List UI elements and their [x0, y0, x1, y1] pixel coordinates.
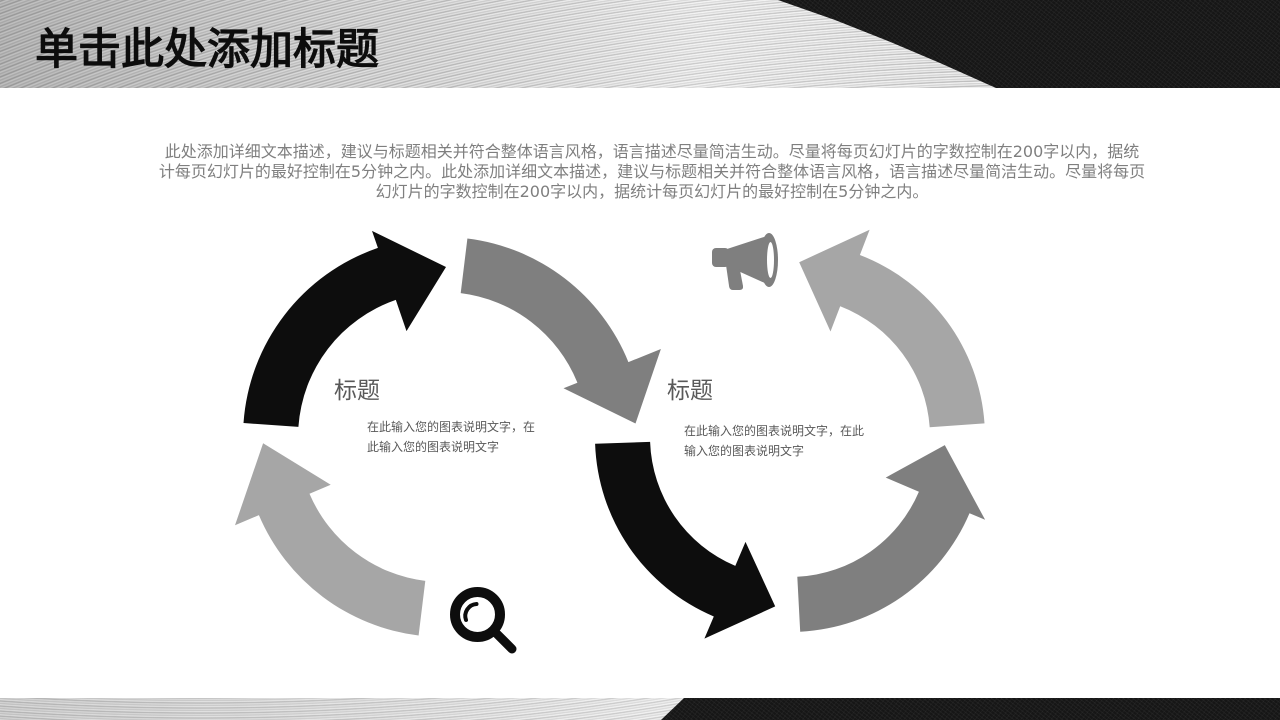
node-title-right: 标题 — [667, 378, 713, 404]
header-band — [0, 0, 1280, 88]
node-desc-line: 在此输入您的图表说明文字，在此 — [684, 424, 865, 438]
magnifier-glint — [463, 602, 479, 622]
arrow-bottom-left — [235, 443, 426, 636]
megaphone-horn — [727, 236, 767, 284]
node-title-left: 标题 — [334, 378, 380, 404]
node-desc-line: 此输入您的图表说明文字 — [367, 439, 500, 454]
search-icon — [450, 587, 517, 654]
arrow-top-center — [460, 238, 661, 424]
node-desc-right: 在此输入您的图表说明文字，在此 输入您的图表说明文字 — [684, 422, 864, 461]
slide-title[interactable]: 单击此处添加标题 — [35, 25, 379, 75]
megaphone-handle — [726, 265, 744, 290]
intro-line-3: 幻灯片的字数控制在200字以内，据统计每页幻灯片的最好控制在5分钟之内。 — [375, 182, 929, 201]
footer-band — [0, 698, 1280, 720]
arrow-upper-right — [799, 229, 985, 428]
megaphone-back — [712, 248, 729, 267]
arrow-upper-left — [243, 230, 446, 427]
arrow-bottom-right — [797, 445, 986, 632]
node-desc-line: 在此输入您的图表说明文字，在 — [367, 420, 536, 434]
node-desc-line: 输入您的图表说明文字 — [684, 443, 805, 458]
megaphone-icon — [712, 233, 778, 290]
intro-paragraph: 此处添加详细文本描述，建议与标题相关并符合整体语言风格，语言描述尽量简洁生动。尽… — [52, 142, 1252, 202]
intro-line-2: 计每页幻灯片的最好控制在5分钟之内。此处添加详细文本描述，建议与标题相关并符合整… — [158, 162, 1146, 181]
arrow-center-down — [595, 441, 776, 639]
magnifier-handle — [492, 629, 517, 654]
footer-dark-texture — [661, 698, 1280, 720]
node-desc-left: 在此输入您的图表说明文字，在 此输入您的图表说明文字 — [367, 418, 535, 457]
magnifier-lens — [450, 587, 505, 642]
intro-line-1: 此处添加详细文本描述，建议与标题相关并符合整体语言风格，语言描述尽量简洁生动。尽… — [164, 142, 1140, 161]
megaphone-bell-opening — [767, 242, 774, 278]
